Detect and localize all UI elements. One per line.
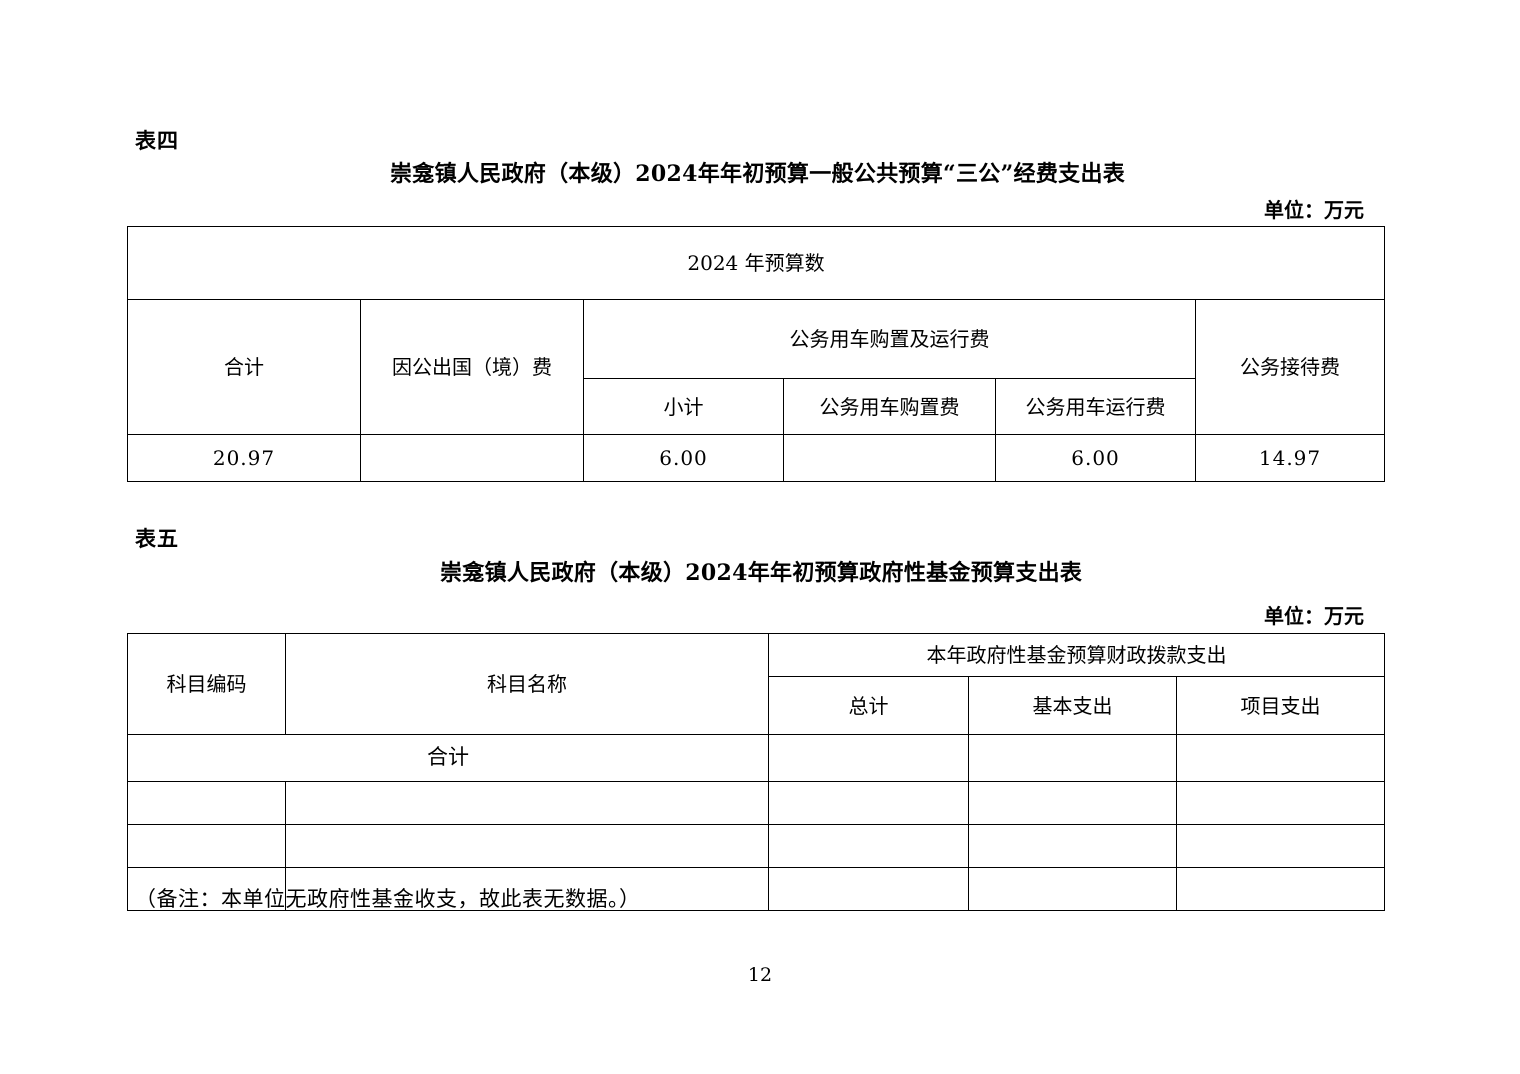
header-official-reception: 公务接待费 bbox=[1194, 299, 1386, 435]
cell-subject-name bbox=[285, 824, 769, 868]
table-row: 合计 bbox=[127, 734, 1385, 782]
government-fund-budget-table: 科目编码 科目名称 本年政府性基金预算财政拨款支出 总计 基本支出 项目支出 合… bbox=[127, 633, 1385, 911]
cell-subject-code bbox=[127, 824, 286, 868]
cell-basic-expenditure bbox=[968, 867, 1177, 911]
table-five-note: （备注：本单位无政府性基金收支，故此表无数据。） bbox=[135, 887, 641, 911]
cell-sum bbox=[768, 824, 969, 868]
cell-project-expenditure bbox=[1176, 867, 1385, 911]
cell-subject-code bbox=[127, 781, 286, 825]
table-five-header-row-1: 科目编码 科目名称 本年政府性基金预算财政拨款支出 bbox=[127, 633, 1385, 735]
table-four-title: 崇龛镇人民政府（本级）2024年年初预算一般公共预算“三公”经费支出表 bbox=[390, 161, 1126, 187]
header-total: 合计 bbox=[127, 299, 361, 435]
cell-overseas-travel bbox=[360, 434, 584, 482]
cell-official-reception: 14.97 bbox=[1194, 434, 1386, 482]
table-four-year-header: 2024 年预算数 bbox=[126, 226, 1386, 300]
header-fund-appropriation-group: 本年政府性基金预算财政拨款支出 bbox=[768, 633, 1385, 677]
cell-basic-expenditure bbox=[968, 824, 1177, 868]
cell-sum bbox=[768, 867, 969, 911]
cell-project-expenditure bbox=[1176, 824, 1385, 868]
table-five-title: 崇龛镇人民政府（本级）2024年年初预算政府性基金预算支出表 bbox=[440, 560, 1083, 586]
table-four-top-header-row: 2024 年预算数 bbox=[126, 226, 1386, 300]
section-label-table-five: 表五 bbox=[135, 526, 179, 551]
header-vehicle-group: 公务用车购置及运行费 bbox=[583, 299, 1196, 379]
table-four-unit-label: 单位：万元 bbox=[1264, 198, 1364, 222]
cell-grand-total-basic bbox=[968, 734, 1177, 782]
cell-grand-total-label: 合计 bbox=[127, 734, 769, 782]
table-row bbox=[127, 867, 1385, 911]
cell-subject-name bbox=[285, 781, 769, 825]
table-four-header-row-2: 小计 公务用车购置费 公务用车运行费 bbox=[128, 378, 1385, 435]
cell-vehicle-subtotal: 6.00 bbox=[583, 434, 784, 482]
header-subject-code: 科目编码 bbox=[127, 633, 286, 735]
header-vehicle-purchase: 公务用车购置费 bbox=[783, 378, 996, 435]
cell-subject-code bbox=[127, 867, 286, 911]
header-basic-expenditure: 基本支出 bbox=[968, 676, 1177, 735]
cell-vehicle-purchase bbox=[783, 434, 996, 482]
section-label-table-four: 表四 bbox=[135, 128, 179, 153]
cell-basic-expenditure bbox=[968, 781, 1177, 825]
header-vehicle-subtotal: 小计 bbox=[583, 378, 784, 435]
cell-subject-name bbox=[285, 867, 769, 911]
header-project-expenditure: 项目支出 bbox=[1176, 676, 1385, 735]
cell-project-expenditure bbox=[1176, 781, 1385, 825]
cell-total: 20.97 bbox=[127, 434, 361, 482]
page-number: 12 bbox=[747, 964, 773, 986]
cell-sum bbox=[768, 781, 969, 825]
three-public-expense-table: 2024 年预算数 合计 因公出国（境）费 公务用车购置及运行费 公务接待费 小… bbox=[126, 226, 1386, 482]
header-subject-name: 科目名称 bbox=[285, 633, 769, 735]
cell-grand-total-project bbox=[1176, 734, 1385, 782]
table-row bbox=[127, 824, 1385, 868]
header-sum: 总计 bbox=[768, 676, 969, 735]
header-vehicle-operation: 公务用车运行费 bbox=[995, 378, 1196, 435]
table-row bbox=[127, 781, 1385, 825]
table-four-header-row-1: 合计 因公出国（境）费 公务用车购置及运行费 公务接待费 bbox=[127, 299, 1386, 435]
header-overseas-travel: 因公出国（境）费 bbox=[360, 299, 584, 435]
table-row: 20.97 6.00 6.00 14.97 bbox=[127, 434, 1386, 482]
table-five-unit-label: 单位：万元 bbox=[1264, 604, 1364, 628]
cell-grand-total-sum bbox=[768, 734, 969, 782]
cell-vehicle-operation: 6.00 bbox=[995, 434, 1196, 482]
